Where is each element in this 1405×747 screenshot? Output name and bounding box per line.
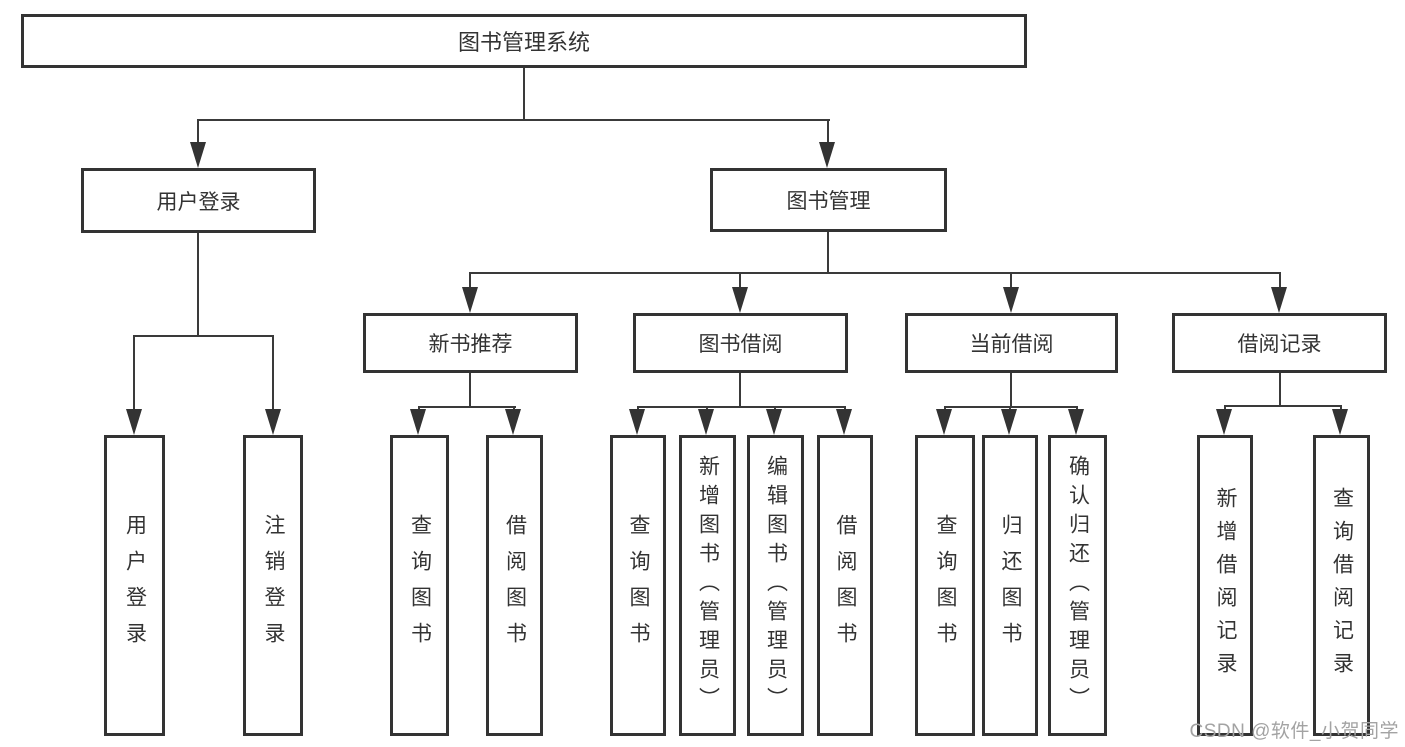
node-label: 归还图书: [999, 513, 1022, 658]
arrow-down-icon: [732, 287, 748, 313]
node-label: 图书管理系统: [457, 30, 590, 55]
node-label: 用户登录: [156, 190, 241, 214]
node-label: 查询图书: [627, 513, 650, 658]
arrow-down-icon: [1216, 409, 1232, 435]
watermark: CSDN @软件_小贺同学: [1189, 721, 1399, 742]
connector-line: [133, 335, 135, 411]
node-borrow-records: 借阅记录: [1172, 313, 1387, 373]
node-label: 确认归还（管理员）: [1066, 455, 1090, 716]
node-label: 查询图书: [408, 513, 432, 658]
leaf-edit-book-admin: 编辑图书（管理员）: [747, 435, 804, 736]
connector-line: [944, 406, 1078, 408]
node-label: 图书管理: [786, 190, 871, 213]
connector-line: [739, 272, 741, 289]
arrow-down-icon: [1001, 409, 1017, 435]
arrow-down-icon: [936, 409, 952, 435]
leaf-query-books-recommend: 查询图书: [390, 435, 449, 736]
connector-line: [469, 373, 471, 407]
arrow-down-icon: [190, 142, 206, 168]
node-label: 借阅图书: [834, 513, 857, 658]
arrow-down-icon: [766, 409, 782, 435]
node-book-borrow: 图书借阅: [633, 313, 848, 373]
leaf-borrow-books-recommend: 借阅图书: [486, 435, 543, 736]
node-label: 编辑图书（管理员）: [764, 455, 788, 716]
connector-line: [469, 272, 471, 289]
connector-line: [827, 119, 829, 145]
leaf-confirm-return-admin: 确认归还（管理员）: [1048, 435, 1107, 736]
node-label: 新增图书（管理员）: [696, 455, 720, 716]
leaf-logout: 注销登录: [243, 435, 303, 736]
node-current-borrow: 当前借阅: [905, 313, 1118, 373]
node-label: 借阅记录: [1237, 333, 1322, 356]
node-label: 借阅图书: [503, 513, 527, 658]
node-label: 查询借阅记录: [1330, 486, 1354, 685]
leaf-query-books-borrow: 查询图书: [610, 435, 666, 736]
connector-line: [739, 373, 741, 407]
node-book-management: 图书管理: [710, 168, 947, 232]
connector-line: [1010, 272, 1012, 289]
arrow-down-icon: [836, 409, 852, 435]
leaf-add-book-admin: 新增图书（管理员）: [679, 435, 736, 736]
arrow-down-icon: [819, 142, 835, 168]
connector-line: [1224, 405, 1342, 407]
connector-line: [1279, 373, 1281, 406]
connector-line: [1279, 272, 1281, 289]
arrow-down-icon: [410, 409, 426, 435]
arrow-down-icon: [1271, 287, 1287, 313]
leaf-user-login: 用户登录: [104, 435, 165, 736]
leaf-borrow-books: 借阅图书: [817, 435, 873, 736]
connector-line: [272, 335, 274, 411]
connector-line: [197, 233, 199, 336]
leaf-query-books-current: 查询图书: [915, 435, 975, 736]
connector-line: [523, 68, 525, 120]
connector-line: [1224, 405, 1226, 412]
node-label: 图书借阅: [698, 333, 783, 356]
arrow-down-icon: [126, 409, 142, 435]
node-label: 当前借阅: [969, 333, 1054, 356]
leaf-return-books: 归还图书: [982, 435, 1038, 736]
connector-line: [827, 232, 829, 273]
connector-line: [197, 119, 830, 121]
connector-line: [637, 406, 846, 408]
node-label: 用户登录: [123, 513, 147, 658]
connector-line: [197, 119, 199, 145]
connector-line: [418, 406, 516, 408]
leaf-query-borrow-record: 查询借阅记录: [1313, 435, 1370, 736]
connector-line: [469, 272, 1281, 274]
connector-line: [1340, 405, 1342, 412]
leaf-add-borrow-record: 新增借阅记录: [1197, 435, 1253, 736]
connector-line: [1010, 373, 1012, 407]
node-library-system: 图书管理系统: [21, 14, 1027, 68]
arrow-down-icon: [1068, 409, 1084, 435]
arrow-down-icon: [1332, 409, 1348, 435]
arrow-down-icon: [1003, 287, 1019, 313]
node-label: 新增借阅记录: [1214, 486, 1237, 685]
node-label: 新书推荐: [428, 333, 513, 356]
arrow-down-icon: [265, 409, 281, 435]
node-user-login: 用户登录: [81, 168, 316, 233]
arrow-down-icon: [629, 409, 645, 435]
arrow-down-icon: [505, 409, 521, 435]
arrow-down-icon: [462, 287, 478, 313]
node-new-book-recommend: 新书推荐: [363, 313, 578, 373]
node-label: 查询图书: [934, 513, 957, 658]
node-label: 注销登录: [262, 513, 285, 658]
connector-line: [133, 335, 274, 337]
arrow-down-icon: [698, 409, 714, 435]
